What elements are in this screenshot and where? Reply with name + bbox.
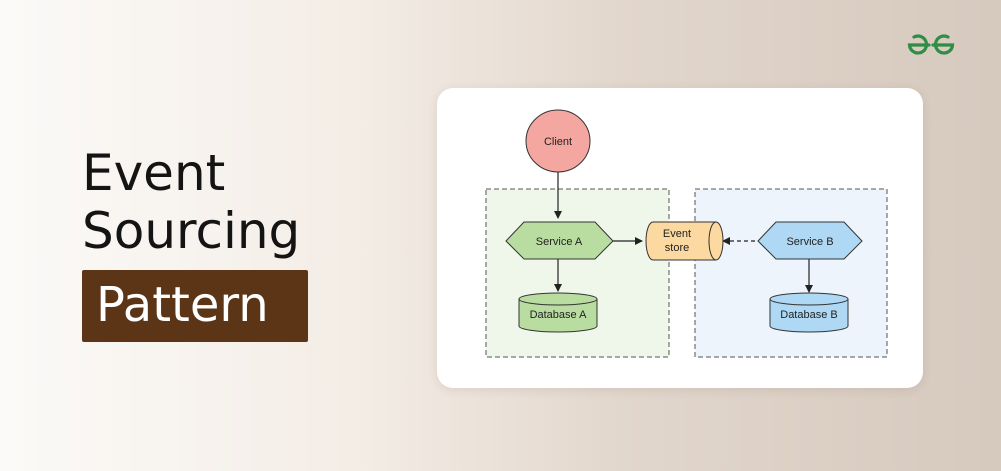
service-b-label: Service B (786, 236, 833, 248)
event-store-label-line2: store (665, 242, 689, 254)
pattern-badge: Pattern (82, 270, 308, 342)
event-store-label-line1: Event (663, 228, 691, 240)
title-line-sourcing: Sourcing (82, 202, 301, 260)
gfg-logo-svg (907, 34, 955, 55)
database-b-label: Database B (780, 309, 837, 321)
client-node: Client (525, 109, 591, 173)
service-a-node: Service A (505, 221, 614, 260)
title-line-event: Event (82, 144, 226, 202)
client-label: Client (544, 136, 572, 148)
diagram-card: Client Service A Database A Event store (437, 88, 923, 388)
service-b-node: Service B (757, 221, 863, 260)
event-sourcing-diagram: Client Service A Database A Event store (485, 109, 888, 358)
service-a-label: Service A (536, 236, 583, 248)
event-store-node: Event store (645, 221, 724, 261)
database-a-label: Database A (530, 309, 588, 321)
database-a-node: Database A (518, 292, 598, 333)
pattern-badge-label: Pattern (96, 277, 269, 333)
database-b-node: Database B (769, 292, 849, 333)
service-a-group (485, 188, 670, 358)
gfg-logo-icon (906, 32, 956, 61)
